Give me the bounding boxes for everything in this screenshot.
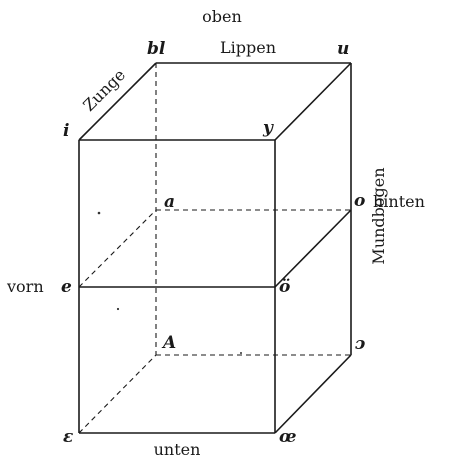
tongue-edge-label: Zunge <box>79 65 129 115</box>
vertex-front-mid-right: ö <box>279 277 290 297</box>
solid-edges <box>78 62 352 434</box>
bottom-left-hidden-depth-edge <box>78 354 157 434</box>
lips-edge-label: Lippen <box>220 38 276 57</box>
vertex-front-mid-left: e <box>61 277 72 297</box>
dashed-edges <box>78 63 351 434</box>
vertex-front-bottom-right: œ <box>279 427 296 447</box>
direction-bottom-label: unten <box>154 440 201 459</box>
vertex-back-bottom-right: ɔ <box>355 334 366 354</box>
vertex-back-mid-right: o <box>354 191 365 211</box>
vertex-front-top-left: i <box>63 121 69 141</box>
vertex-back-bottom-left: A <box>161 333 176 353</box>
direction-front-label: vorn <box>6 277 44 296</box>
top-right-depth-edge <box>274 62 352 141</box>
mid-right-depth-edge <box>274 209 352 288</box>
mouth-arch-edge-label: Mundbogen <box>369 167 388 264</box>
top-left-depth-edge <box>78 62 157 141</box>
bottom-right-depth-edge <box>274 354 352 434</box>
direction-top-label: oben <box>202 7 242 26</box>
mid-left-hidden-depth-edge <box>78 209 157 288</box>
vertex-back-mid-left: a <box>164 192 175 212</box>
vertex-back-top-left: bl <box>147 39 166 59</box>
direction-back-label: hinten <box>373 192 425 211</box>
print-specks <box>97 211 242 354</box>
vertex-front-top-right: y <box>262 118 274 138</box>
vertex-back-top-right: u <box>337 39 349 59</box>
vertex-front-bottom-left: ɛ <box>63 427 73 447</box>
